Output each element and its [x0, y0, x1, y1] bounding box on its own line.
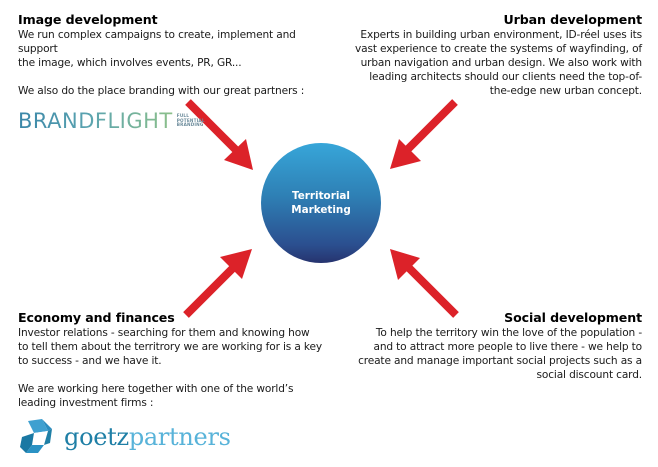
brandflight-logo-tagline: FULL POTENTIAL BRANDING: [176, 113, 205, 128]
economy-finances-block: Economy and finances Investor relations …: [18, 310, 338, 410]
image-development-line: We run complex campaigns to create, impl…: [18, 29, 296, 55]
urban-development-block: Urban development Experts in building ur…: [340, 12, 642, 98]
arrow-bottom-right: [390, 249, 459, 318]
social-development-line: To help the territory win the love of th…: [375, 327, 642, 339]
economy-finances-line: to tell them about the territrory we are…: [18, 341, 323, 353]
tagline-line: POTENTIAL: [176, 117, 205, 123]
image-development-title: Image development: [18, 12, 158, 27]
urban-development-line: the-edge new urban concept.: [489, 85, 642, 97]
tagline-line: FULL: [176, 113, 190, 119]
image-development-line: We also do the place branding with our g…: [18, 85, 305, 97]
urban-development-line: urban navigation and urban design. We al…: [360, 57, 643, 69]
image-development-block: Image development We run complex campaig…: [18, 12, 338, 98]
social-development-line: social discount card.: [536, 369, 643, 381]
brandflight-logo: BRANDFLIGHT FULL POTENTIAL BRANDING: [18, 109, 205, 133]
image-development-line: the image, which involves events, PR, GR…: [18, 57, 242, 69]
arrow-top-right: [390, 99, 458, 169]
brandflight-logo-wordmark: BRANDFLIGHT: [18, 109, 173, 133]
economy-finances-line: to success - and we have it.: [18, 355, 162, 367]
tagline-line: BRANDING: [176, 122, 204, 128]
goetzpartners-wordmark-part1: goetz: [64, 423, 129, 451]
arrow-top-left: [185, 99, 253, 170]
arrow-bottom-left: [183, 249, 252, 318]
urban-development-title: Urban development: [503, 12, 642, 27]
goetzpartners-wordmark-part2: partners: [128, 423, 231, 451]
urban-development-line: vast experience to create the systems of…: [354, 43, 642, 55]
social-development-block: Social development To help the territory…: [340, 310, 642, 382]
economy-finances-line: leading investment firms :: [18, 397, 154, 409]
social-development-line: and to attract more people to live there…: [373, 341, 642, 353]
economy-finances-line: We are working here together with one of…: [18, 383, 294, 395]
social-development-title: Social development: [504, 310, 642, 325]
center-label-line1: Territorial: [292, 190, 350, 202]
center-label-line2: Marketing: [291, 204, 351, 216]
goetzpartners-wordmark: goetzpartners: [64, 423, 231, 451]
economy-finances-line: Investor relations - searching for them …: [18, 327, 310, 339]
territorial-marketing-circle: Territorial Marketing: [261, 143, 381, 263]
goetzpartners-cube-icon: [20, 419, 52, 453]
economy-finances-title: Economy and finances: [18, 310, 175, 325]
goetzpartners-logo: goetzpartners: [18, 418, 231, 456]
urban-development-line: Experts in building urban environment, I…: [360, 29, 642, 41]
social-development-line: create and manage important social proje…: [358, 355, 642, 367]
urban-development-line: leading architects should our clients ne…: [369, 71, 642, 83]
